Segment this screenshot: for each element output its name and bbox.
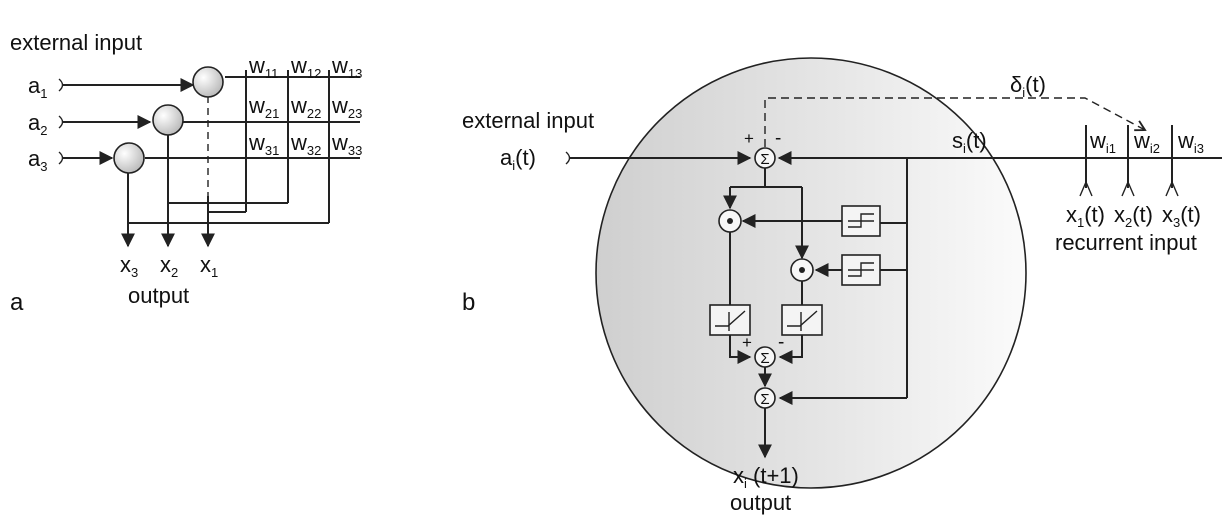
plus-sign-2: + (742, 333, 752, 352)
svg-text:w11: w11 (248, 53, 278, 81)
recurrent-arrow-1 (1079, 180, 1093, 197)
error-dashed-arrow (764, 97, 1147, 147)
recurrent-arrow-3 (1165, 180, 1179, 197)
svg-text:a2: a2 (28, 110, 47, 138)
svg-text:w31: w31 (248, 130, 279, 158)
ramp-box-1 (709, 304, 751, 336)
svg-text:x1(t): x1(t) (1066, 202, 1105, 230)
svg-text:w23: w23 (331, 93, 362, 121)
svg-text:x2(t): x2(t) (1114, 202, 1153, 230)
ramp-function-icon (787, 310, 818, 327)
input-label-a1: a1 (28, 73, 47, 101)
ramp-2-to-sum (778, 335, 803, 364)
svg-text:x3: x3 (120, 252, 138, 280)
output-signal-label: xi (t+1) (733, 463, 799, 491)
svg-text:w32: w32 (290, 130, 321, 158)
minus-sign-2: - (778, 332, 784, 353)
svg-text:w12: w12 (290, 53, 321, 81)
plus-sign-1: + (744, 129, 754, 148)
panel-b-output-label: output (730, 490, 791, 515)
multiply-dot-1 (727, 218, 733, 224)
recurrent-input-label: recurrent input (1055, 230, 1197, 255)
external-input-label: external input (462, 108, 594, 133)
input-label-a2: a2 (28, 110, 47, 138)
svg-text:wi1: wi1 (1089, 128, 1116, 156)
svg-text:wi3: wi3 (1177, 128, 1204, 156)
svg-text:a3: a3 (28, 146, 47, 174)
svg-text:w13: w13 (331, 53, 362, 81)
input-jack-2 (58, 115, 64, 129)
recurrent-weight-labels: wi1 wi2 wi3 (1089, 128, 1204, 156)
svg-text:x3(t): x3(t) (1162, 202, 1201, 230)
output-labels: x3 x2 x1 (120, 252, 218, 280)
panel-b: b external input ai(t) Σ + - δi(t) si(t)… (462, 57, 1222, 515)
panel-b-label: b (462, 289, 475, 316)
recurrent-input-labels: x1(t) x2(t) x3(t) (1066, 202, 1201, 230)
recurrent-arrow-2 (1121, 180, 1135, 197)
input-jack-3 (58, 151, 64, 165)
error-signal-label: δi(t) (1010, 72, 1046, 100)
svg-text:a1: a1 (28, 73, 47, 101)
input-jack (565, 151, 571, 165)
panel-a-title: external input (10, 30, 142, 55)
input-signal-label: ai(t) (500, 145, 536, 173)
sum-symbol-2: Σ (760, 350, 769, 367)
ramp-box-2 (781, 304, 823, 336)
weight-labels: w11 w12 w13 w21 w22 w23 w31 w32 w33 (248, 53, 362, 158)
svg-text:w22: w22 (290, 93, 321, 121)
panel-a: external input a a1 a2 a3 (10, 30, 362, 316)
sum-symbol-1: Σ (760, 151, 769, 168)
input-jack-1 (58, 78, 64, 92)
svg-text:w33: w33 (331, 130, 362, 158)
multiply-dot-2 (799, 267, 805, 273)
svg-text:x1: x1 (200, 252, 218, 280)
panel-a-output-label: output (128, 283, 189, 308)
ramp-1-to-sum (729, 335, 752, 364)
neuron-1 (192, 66, 224, 98)
ramp-function-icon (715, 310, 746, 327)
neuron-2 (152, 104, 184, 136)
svg-text:wi2: wi2 (1133, 128, 1160, 156)
state-signal-label: si(t) (952, 128, 987, 156)
input-label-a3: a3 (28, 146, 47, 174)
minus-sign-1: - (775, 128, 781, 149)
neuron-3 (113, 142, 145, 174)
sum-symbol-3: Σ (760, 391, 769, 408)
panel-a-label: a (10, 289, 24, 316)
svg-text:w21: w21 (248, 93, 279, 121)
svg-text:x2: x2 (160, 252, 178, 280)
